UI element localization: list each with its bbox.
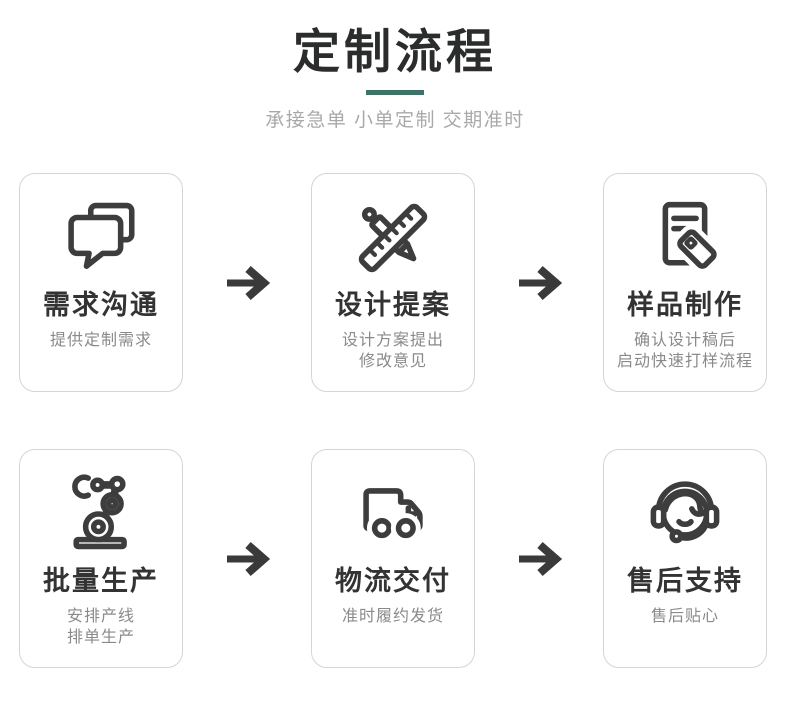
arrow-right-icon (227, 265, 270, 301)
step-desc-line: 准时履约发货 (341, 608, 444, 625)
step-title: 设计提案 (335, 290, 451, 320)
header: 定制流程 承接急单 小单定制 交期准时 (0, 0, 790, 132)
step-card-production: 批量生产 安排产线 排单生产 (19, 449, 183, 668)
step-card-aftersales: 售后支持 售后贴心 (603, 449, 767, 668)
arrow-right-icon (227, 541, 270, 577)
process-row-1: 需求沟通 提供定制需求 (0, 173, 790, 393)
step-card-sample: 样品制作 确认设计稿后 启动快速打样流程 (603, 173, 767, 392)
step-desc: 提供定制需求 (50, 330, 152, 351)
step-card-demand: 需求沟通 提供定制需求 (19, 173, 183, 392)
step-title: 物流交付 (335, 566, 451, 596)
step-desc-line: 安排产线 (66, 608, 135, 625)
arrow-right-icon (519, 541, 562, 577)
flow-arrow-2 (475, 173, 603, 393)
step-title: 售后支持 (627, 566, 743, 596)
step-desc-line: 排单生产 (66, 629, 135, 647)
step-desc: 售后贴心 (651, 606, 719, 627)
page-title: 定制流程 (293, 25, 497, 78)
flow-arrow-3 (183, 449, 311, 669)
step-title: 样品制作 (627, 290, 743, 320)
step-desc-line: 确认设计稿后 (633, 332, 736, 349)
ruler-pencil-icon (312, 197, 474, 279)
step-card-design: 设计提案 设计方案提出 修改意见 (311, 173, 475, 392)
step-desc: 设计方案提出 修改意见 (342, 330, 444, 372)
process-row-2: 批量生产 安排产线 排单生产 (0, 449, 790, 669)
step-desc-line: 提供定制需求 (49, 332, 152, 349)
title-divider (366, 90, 424, 96)
step-desc: 准时履约发货 (342, 606, 444, 627)
page-subtitle: 承接急单 小单定制 交期准时 (265, 110, 525, 132)
document-tag-icon (604, 197, 766, 279)
step-desc: 确认设计稿后 启动快速打样流程 (617, 330, 753, 372)
step-title: 需求沟通 (43, 290, 159, 320)
flow-arrow-4 (475, 449, 603, 669)
delivery-truck-icon (312, 473, 474, 555)
step-desc-line: 启动快速打样流程 (616, 353, 753, 371)
step-card-delivery: 物流交付 准时履约发货 (311, 449, 475, 668)
step-desc-line: 售后贴心 (650, 608, 719, 625)
step-desc-line: 修改意见 (358, 353, 427, 371)
robot-arm-icon (20, 473, 182, 555)
arrow-right-icon (519, 265, 562, 301)
chat-bubbles-icon (20, 197, 182, 279)
step-title: 批量生产 (43, 566, 159, 596)
headset-support-icon (604, 473, 766, 555)
flow-arrow-1 (183, 173, 311, 393)
step-desc: 安排产线 排单生产 (67, 606, 135, 648)
step-desc-line: 设计方案提出 (341, 332, 444, 349)
